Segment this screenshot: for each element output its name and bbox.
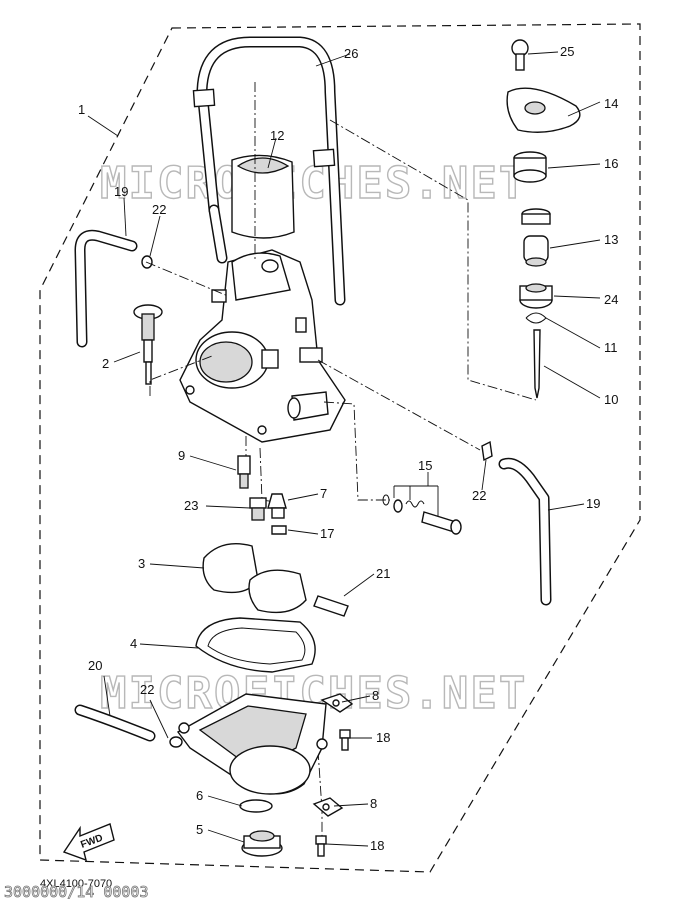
pin-part-17 (271, 525, 287, 535)
callout-1: 1 (78, 102, 85, 117)
callout-22-right: 22 (472, 488, 486, 503)
diagram-code: 4XL4100-7070 (40, 878, 112, 890)
holder-part-13 (523, 235, 549, 267)
callout-21: 21 (376, 566, 390, 581)
callout-6: 6 (196, 788, 203, 803)
centerline-e (317, 359, 481, 451)
needle-part-10 (533, 329, 541, 399)
callout-labels: 1 2 3 4 5 6 7 8 8 9 10 11 12 13 14 15 16… (78, 44, 618, 853)
callout-10: 10 (604, 392, 618, 407)
footer-text: 3000000/14 00003 (4, 883, 149, 900)
clip-part-22-lower (169, 736, 183, 748)
callout-19-right: 19 (586, 496, 600, 511)
callout-11: 11 (604, 340, 618, 355)
clip-part-22-right (481, 440, 493, 462)
watermark-lower: MICROFICHES.NET (100, 668, 527, 719)
callout-4: 4 (130, 636, 137, 651)
callout-9: 9 (178, 448, 185, 463)
bracket-part-8-upper (320, 693, 354, 713)
callout-19-left: 19 (114, 184, 128, 199)
callout-24: 24 (604, 292, 618, 307)
callout-3: 3 (138, 556, 145, 571)
plug-part-5 (241, 830, 283, 857)
callout-22-lower: 22 (140, 682, 154, 697)
callout-17: 17 (320, 526, 334, 541)
callout-7: 7 (320, 486, 327, 501)
centerline-d (145, 261, 229, 297)
centerline-i (317, 749, 323, 840)
screw-part-18-upper (339, 729, 351, 751)
callout-5: 5 (196, 822, 203, 837)
leader-lines (87, 51, 601, 847)
callout-18-lower: 18 (370, 838, 384, 853)
clip-part-11 (525, 312, 547, 324)
callout-22-upper: 22 (152, 202, 166, 217)
callout-16: 16 (604, 156, 618, 171)
assembly-boundary (39, 23, 641, 873)
callout-26: 26 (344, 46, 358, 61)
carburetor-body (179, 249, 346, 443)
hose-part-19-left (74, 229, 138, 348)
centerline-f (323, 401, 390, 501)
centerline-c (149, 355, 213, 396)
gasket-part-4 (195, 617, 316, 673)
hose-part-19-right (498, 457, 552, 606)
jet-part-23 (249, 497, 267, 521)
callout-18-upper: 18 (376, 730, 390, 745)
centerline-b (329, 119, 537, 401)
vent-tube-part-26 (192, 36, 346, 306)
bracket-part-8-lower (312, 797, 344, 817)
seat-part-24 (519, 283, 553, 309)
float-part-3 (202, 543, 307, 614)
hose-part-20 (74, 704, 156, 742)
callout-2: 2 (102, 356, 109, 371)
float-chamber (176, 693, 328, 795)
callout-13: 13 (604, 232, 618, 247)
screw-set-part-15 (382, 494, 462, 535)
spring-part-16 (513, 151, 551, 225)
screw-part-18-lower (315, 835, 327, 857)
callout-20: 20 (88, 658, 102, 673)
callout-23: 23 (184, 498, 198, 513)
cover-part-12 (231, 154, 295, 239)
watermark-upper: MICROFICHES.NET (100, 158, 527, 209)
callout-25: 25 (560, 44, 574, 59)
callout-8-upper: 8 (372, 688, 379, 703)
screw-part-25 (511, 39, 529, 71)
callout-8-lower: 8 (370, 796, 377, 811)
pin-part-21 (313, 595, 349, 617)
callout-12: 12 (270, 128, 284, 143)
valve-part-7 (267, 493, 287, 519)
callout-14: 14 (604, 96, 618, 111)
o-ring-part-6 (239, 799, 273, 813)
fwd-arrow-icon: FWD (62, 823, 115, 862)
callout-15: 15 (418, 458, 432, 473)
screw-part-2 (133, 304, 163, 385)
jet-part-9 (237, 455, 251, 489)
